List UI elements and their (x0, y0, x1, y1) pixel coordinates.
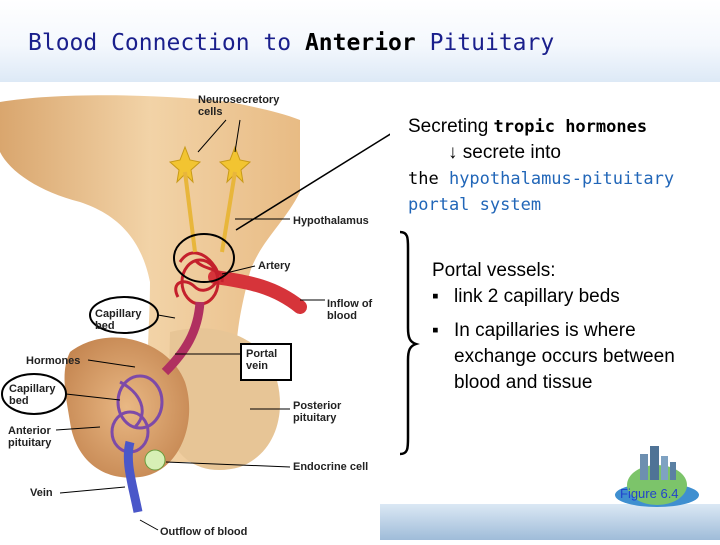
anterior-pituitary-shape (64, 337, 190, 478)
artery-shape (208, 270, 307, 314)
portal-bracket (399, 230, 420, 456)
portal-vein-box (240, 343, 292, 381)
portal-vessels-heading: Portal vessels: (432, 260, 556, 281)
pituitary-diagram: Neurosecretory cells Hypothalamus Artery… (0, 82, 406, 540)
figure-reference: Figure 6.4 (620, 486, 679, 501)
tropic-hormone-note: Secreting tropic hormones ↓ secrete into… (408, 116, 675, 215)
label-endocrine-cell: Endocrine cell (293, 461, 369, 473)
label-capillary-bed-bottom: Capillary bed (9, 383, 56, 407)
label-outflow-of-blood: Outflow of blood (160, 526, 248, 538)
note-pointer-line (235, 124, 406, 231)
portal-vessels-note: Portal vessels: ▪link 2 capillary beds ▪… (432, 258, 712, 396)
hypothalamus-highlight-oval (173, 233, 235, 283)
bullet-item: ▪link 2 capillary beds (432, 286, 620, 307)
label-neurosecretory-cells: Neurosecretory cells (198, 94, 280, 118)
label-capillary-bed-top: Capillary bed (95, 308, 142, 332)
bullet-item: ▪In capillaries is where exchange occurs… (432, 320, 675, 393)
label-hypothalamus: Hypothalamus (293, 215, 369, 227)
label-posterior-pituitary: Posterior pituitary (293, 400, 342, 424)
portal-vein-shape (161, 301, 205, 376)
globe-city-logo (615, 446, 699, 507)
label-artery: Artery (258, 260, 291, 272)
endocrine-cell-shape (144, 449, 166, 471)
slide-title: Blood Connection to Anterior Pituitary (28, 30, 555, 56)
label-vein: Vein (30, 487, 53, 499)
label-lines (55, 119, 325, 531)
vein-shape (123, 440, 143, 513)
axon-right (220, 171, 237, 253)
label-inflow-of-blood: Inflow of blood (327, 298, 373, 322)
axon-left (183, 171, 197, 253)
label-anterior-pituitary: Anterior pituitary (8, 425, 52, 449)
footer-band (380, 504, 720, 540)
label-portal-vein: Portal vein (246, 348, 278, 372)
title-bar (0, 0, 720, 82)
label-hormones: Hormones (26, 355, 81, 367)
